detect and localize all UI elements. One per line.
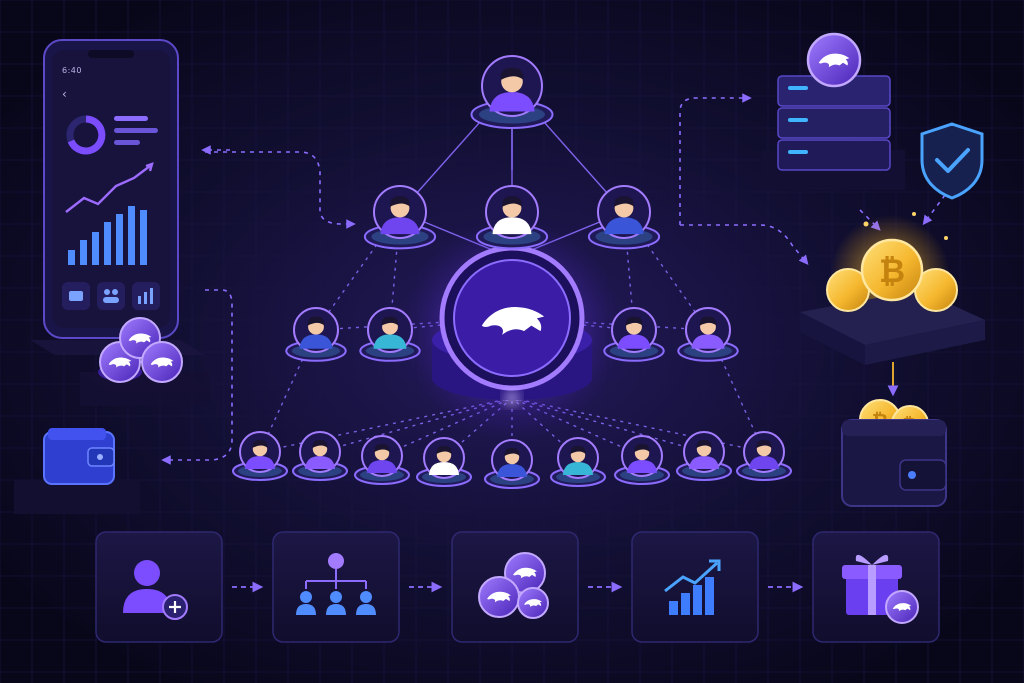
shield-to-coins-arrow (922, 194, 946, 226)
svg-text:‹: ‹ (62, 87, 67, 101)
security-shield-icon (920, 122, 984, 200)
referral-network (232, 55, 792, 489)
member-avatar-fourth (736, 431, 792, 481)
process-step-5 (812, 531, 940, 643)
server-stack-icon (762, 32, 905, 190)
member-avatar-fourth (416, 437, 472, 487)
token-coin (141, 341, 183, 383)
bitcoin-coins-icon: ₿ (800, 212, 985, 365)
token-coins-icon (478, 552, 549, 619)
member-avatar-second (475, 185, 549, 250)
process-step-4 (631, 531, 759, 643)
add-user-icon (123, 560, 188, 620)
member-avatar-fourth (484, 439, 540, 489)
member-avatar-fourth (614, 435, 670, 485)
member-avatar-third (677, 307, 739, 362)
central-token-hub (402, 220, 622, 440)
crypto-wallet-icon: ₿ ₿ (841, 399, 947, 507)
token-stack-icon (80, 317, 210, 406)
process-step-3 (451, 531, 579, 643)
process-step-2 (272, 531, 400, 643)
member-avatar-fourth (292, 431, 348, 481)
phone-to-wallet-arrow (161, 289, 233, 465)
member-avatar-third (359, 307, 421, 362)
wallet-icon (14, 428, 140, 514)
gift-reward-icon (842, 554, 919, 624)
growth-chart-icon (664, 559, 721, 615)
member-avatar-third (285, 307, 347, 362)
member-avatar-second (363, 185, 437, 250)
bitcoin-symbol-icon: ₿ (879, 252, 905, 290)
phone-to-network-arrow (205, 151, 356, 229)
member-avatar-fourth (676, 431, 732, 481)
member-avatar-fourth (232, 431, 288, 481)
phone-status-time: 6:40 (62, 66, 82, 75)
network-to-coins-arrow (680, 224, 809, 265)
referral-tree-icon (296, 553, 376, 615)
network-to-server-arrow (679, 93, 752, 225)
smartphone-dashboard-icon: ‹ (30, 39, 205, 355)
member-avatar-second (587, 185, 661, 250)
member-avatar-top (470, 55, 554, 129)
member-avatar-fourth (354, 435, 410, 485)
member-avatar-third (603, 307, 665, 362)
process-step-1 (95, 531, 223, 643)
member-avatar-fourth (550, 437, 606, 487)
process-steps (95, 531, 940, 643)
